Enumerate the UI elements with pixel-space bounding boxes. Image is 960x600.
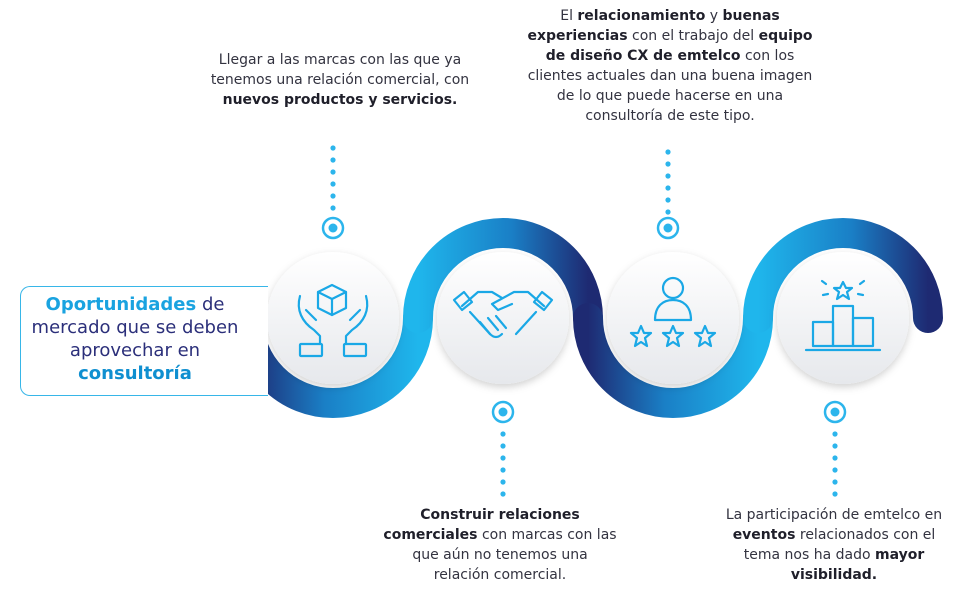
podium-star-icon	[804, 279, 882, 352]
title-highlight-1: Oportunidades	[45, 294, 197, 315]
wave-arc-4	[743, 218, 943, 333]
step-2-text-regular: con marcas con las que aún no tenemos un…	[412, 527, 617, 583]
diagram-title: Oportunidades de mercado que se deben ap…	[20, 293, 250, 385]
title-highlight-2: consultoría	[78, 363, 192, 384]
handshake-icon	[452, 290, 554, 339]
step-3-text-regular-2: y	[705, 8, 723, 24]
step-1-text-regular: Llegar a las marcas con las que ya tenem…	[210, 52, 470, 88]
step-3-text: El relacionamiento y buenas experiencias…	[520, 6, 820, 126]
connector-1	[321, 145, 345, 240]
step-3-text-bold-2: buenas experiencias	[527, 8, 780, 44]
step-1-text-bold: nuevos productos y servicios.	[222, 92, 458, 108]
step-3-text-regular-3: con el trabajo del	[627, 28, 759, 44]
step-circle-4	[777, 252, 909, 384]
step-circle-1	[267, 252, 399, 384]
step-1-text: Llegar a las marcas con las que ya tenem…	[210, 50, 470, 110]
step-3-text-regular-4: con los clientes actuales dan una buena …	[527, 48, 813, 124]
step-4-text-bold-2: mayor visibilidad.	[790, 547, 925, 583]
user-rating-stars-icon	[629, 276, 717, 348]
step-4-text: La participación de emtelco en eventos r…	[714, 505, 954, 585]
step-4-text-regular-2: relacionados con el tema nos ha dado	[743, 527, 936, 563]
step-3-text-bold-1: relacionamiento	[577, 8, 706, 24]
wave-arc-3	[573, 303, 773, 418]
step-2-text-bold: Construir relaciones comerciales	[383, 507, 580, 543]
step-4-text-bold-1: eventos	[732, 527, 796, 543]
title-middle: de mercado que se deben aprovechar en	[31, 294, 239, 361]
connector-2	[491, 400, 515, 497]
wave-band	[233, 218, 943, 418]
step-circle-3	[607, 252, 739, 384]
connector-4	[823, 400, 847, 497]
step-3-text-regular-1: El	[560, 8, 578, 24]
step-4-text-regular-1: La participación de emtelco en	[725, 507, 943, 523]
step-3-text-bold-3: equipo de diseño CX de emtelco	[545, 28, 813, 64]
title-box	[20, 286, 268, 396]
open-hands-box-icon	[297, 283, 369, 358]
connectors	[321, 145, 847, 497]
step-circle-2	[437, 252, 569, 384]
wave-arc-2	[403, 218, 603, 333]
step-2-text: Construir relaciones comerciales con mar…	[383, 505, 617, 585]
connector-3	[656, 149, 680, 240]
